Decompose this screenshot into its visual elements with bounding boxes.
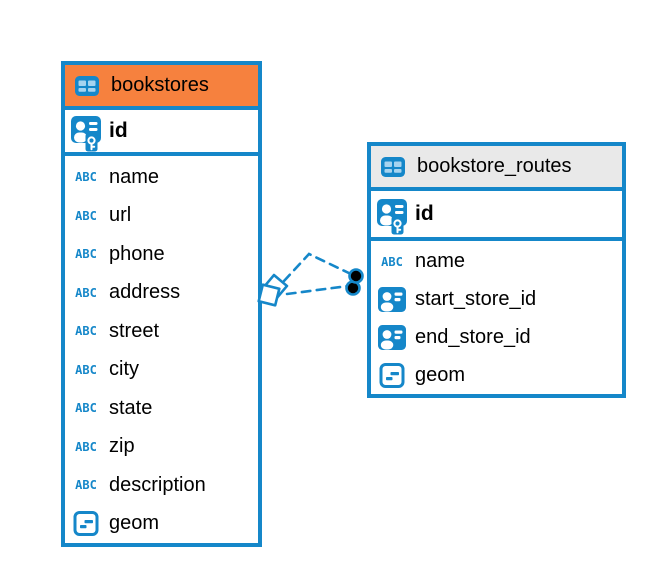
- table-icon: [75, 75, 99, 96]
- relationship-line-upper[interactable]: [282, 252, 355, 283]
- column-name: city: [109, 358, 139, 381]
- text-type-icon: ABC: [75, 362, 97, 377]
- column-name: zip: [109, 435, 135, 458]
- table-header-bookstore-routes[interactable]: bookstore_routes: [371, 146, 622, 191]
- text-type-icon: ABC: [75, 439, 97, 454]
- column-row[interactable]: start_store_id: [371, 281, 622, 319]
- column-row[interactable]: ABC description: [65, 466, 258, 505]
- table-title: bookstores: [111, 74, 209, 96]
- geometry-type-icon: [73, 511, 99, 537]
- column-list: ABC name ABC url ABC phone ABC address A…: [65, 156, 258, 543]
- text-type-icon: ABC: [75, 478, 97, 493]
- geometry-type-icon: [379, 362, 405, 388]
- text-type-icon: ABC: [75, 285, 97, 300]
- text-type-icon: ABC: [75, 324, 97, 339]
- text-type-icon: ABC: [75, 208, 97, 223]
- foreign-key-icon: [378, 324, 406, 350]
- table-icon: [381, 156, 405, 177]
- column-name: geom: [109, 512, 160, 535]
- column-name: description: [109, 473, 206, 496]
- primary-key-icon: [71, 116, 101, 152]
- column-row[interactable]: ABC street: [65, 312, 258, 351]
- column-name: phone: [109, 242, 165, 265]
- text-type-icon: ABC: [75, 401, 97, 416]
- column-row[interactable]: ABC phone: [65, 235, 258, 274]
- column-name: name: [109, 165, 160, 188]
- primary-key-row[interactable]: id: [371, 191, 622, 241]
- column-name: geom: [415, 363, 466, 386]
- column-row[interactable]: geom: [371, 356, 622, 394]
- column-name: url: [109, 204, 132, 227]
- text-type-icon: ABC: [75, 170, 97, 185]
- foreign-key-icon: [378, 287, 406, 313]
- column-name: address: [109, 281, 181, 304]
- column-name: name: [415, 250, 466, 273]
- column-name: start_store_id: [415, 288, 537, 311]
- many-end-dot-markers: [345, 268, 364, 296]
- column-name: end_store_id: [415, 325, 531, 348]
- text-type-icon: ABC: [75, 247, 97, 262]
- column-row[interactable]: ABC url: [65, 197, 258, 236]
- table-title: bookstore_routes: [417, 155, 572, 177]
- column-row[interactable]: ABC name: [371, 243, 622, 281]
- column-name: street: [109, 319, 160, 342]
- column-name: id: [109, 119, 128, 142]
- entity-table-bookstore-routes[interactable]: bookstore_routes id ABC name start_store…: [367, 142, 626, 398]
- table-header-bookstores[interactable]: bookstores: [65, 65, 258, 110]
- primary-key-icon: [377, 199, 407, 235]
- relationship-line-lower[interactable]: [285, 284, 350, 296]
- primary-key-row[interactable]: id: [65, 110, 258, 156]
- column-row[interactable]: ABC address: [65, 274, 258, 313]
- column-row[interactable]: geom: [65, 505, 258, 544]
- column-row[interactable]: ABC name: [65, 158, 258, 197]
- column-row[interactable]: ABC city: [65, 351, 258, 390]
- column-row[interactable]: ABC state: [65, 389, 258, 428]
- one-end-diamond-markers: [257, 273, 289, 307]
- column-list: ABC name start_store_id end_store_id geo…: [371, 241, 622, 394]
- column-name: id: [415, 202, 434, 225]
- column-row[interactable]: ABC zip: [65, 428, 258, 467]
- text-type-icon: ABC: [381, 254, 403, 269]
- column-row[interactable]: end_store_id: [371, 319, 622, 357]
- entity-table-bookstores[interactable]: bookstores id ABC name ABC url ABC phone…: [61, 61, 262, 547]
- column-name: state: [109, 396, 153, 419]
